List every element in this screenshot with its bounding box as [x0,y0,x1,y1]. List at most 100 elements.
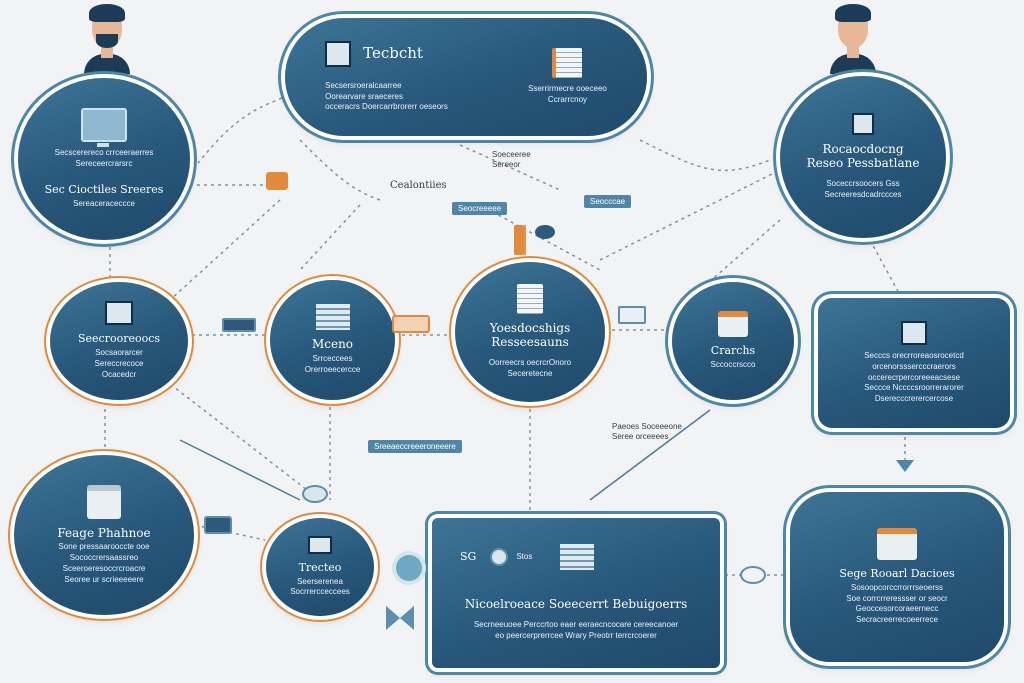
orange-arrow-icon [514,225,524,255]
node-title: Seecrooreoocs [77,332,161,346]
node-bottom-right-box[interactable]: Sege Rooarl Dacioes Sosoopcorccrrorrrseo… [790,492,1004,662]
stack-icon [560,544,595,571]
computer-icon [204,516,232,534]
handshake-icon [302,485,328,503]
text-line: occerecrpercoreeeacsese [867,372,961,382]
text-line: Secscerereco crrceeraerres [54,148,154,158]
link-topright-midright [699,219,781,291]
text-line: Socsaorarcer [95,348,143,358]
orange-tag-icon [266,172,288,190]
tag-right-center: Seocccae [584,195,632,208]
text-line: Seoree ur scrieeeeere [64,574,144,584]
link-center-left [299,204,361,271]
tag-left-center: Seocreeeee [452,202,508,215]
text-line: Orerroeecercce [304,364,361,374]
right-floating-label: Paeoes Soceeeone Seree orceeees [612,422,682,441]
node-title: Sege Rooarl Dacioes [839,567,955,581]
connections-label: Cealontiies [390,180,447,191]
node-title: Feage Phahnoe [57,525,151,540]
node-top-right[interactable]: Rocaocdocng Reseo Pessbatlane Soceccrsoo… [780,76,946,238]
node-title: Trecteo [298,560,342,574]
text-line: orcenorsssercccraerors [872,361,956,371]
text-line: Secsersroeralcaarree [325,80,402,90]
text-line: Geoccesorcoraeernecc [855,604,939,614]
link-midleft-bottomcenterleft [164,379,321,501]
text-line: Ccrarrcnoy [547,95,588,104]
text-line: eo peercerprerrcee Wrary Preotrr terrcrc… [495,630,657,640]
text-line: Secrneeuoee Perccrtoo eaer eeraecncocare… [473,620,679,630]
node-top-center[interactable]: Tecbcht Secsersroeralcaarree Oorearvare … [285,18,647,136]
screen-icon [852,113,874,136]
node-title: Tecbcht [363,44,423,63]
person-icon-right [830,4,876,74]
node-mid-left[interactable]: Seecrooreoocs Socsaorarcer Sereccrecoce … [50,282,188,400]
link-icon [490,548,509,567]
gear-icon [392,315,430,333]
text-line: Dserecccrerercercose [874,394,954,404]
node-title: Mceno [311,337,354,352]
text-line: Sceeroeresoccrcroacre [62,563,146,573]
device-icon [308,535,332,554]
document-icon [552,48,583,79]
node-mid-center-left[interactable]: Mceno Srrceccees Orerroeecercce [270,280,395,400]
link-topleft-topcenter [184,94,291,181]
text-line: Secreeresdcadrccces [824,189,902,199]
text-line: Sone pressaarooccte ooe [58,542,150,552]
window-icon [901,321,927,345]
text-line: Sccoccrscco [710,359,756,369]
text-line: Socrrercceccees [290,587,350,597]
window-icon [105,301,133,326]
text-line: Oorreecrs oecrcrOnoro [488,358,572,367]
stack-icon [315,304,350,331]
node-title: Nicoelroeace Soeecerrt Bebuigoerrs [464,597,688,612]
node-title: Crarchs [710,344,756,358]
text-line: Sereccrecoce [94,358,144,368]
node-title: Sec Cioctiles Sreeres [44,183,164,197]
link-topright-midrightbox [869,239,901,296]
solid-link-left [179,439,301,501]
person-icon-left [84,4,130,74]
link-top-right-center [639,139,771,172]
text-line: Secccs orecrroreaosrocetcd [864,351,964,360]
text-line: Seerserenea [297,576,343,586]
chain-icon [740,566,766,584]
mid-floating-label: Soeceeree Sereeor [492,150,531,169]
tag-lower: Sreeaeccreeeroneeere [368,440,462,453]
badge-label-2: Stos [516,551,533,561]
text-line: Sococcrersaassreo [69,553,139,563]
node-bottom-left[interactable]: Feage Phahnoe Sone pressaarooccte ooe So… [14,455,194,615]
node-top-left[interactable]: Secscerereco crrceeraerres Sereceercrars… [18,78,190,240]
badge-label: SG [460,549,477,563]
node-bottom-center-left[interactable]: Trecteo Seerserenea Socrrercceccees [266,518,374,616]
node-title: Yoesdocshigs Resseesauns [489,321,571,350]
text-line: Ocacedcr [101,369,137,379]
link-orange-midcenterleft [169,199,281,301]
laptop-icon [618,306,646,324]
node-mid-right[interactable]: Crarchs Sccoccrscco [672,282,794,400]
monitor-icon [877,528,917,561]
node-mid-center[interactable]: Yoesdocshigs Resseesauns Oorreecrs oecrc… [455,262,605,402]
link-topcenter-center [299,139,381,201]
desk-icon [718,311,748,338]
solid-link-right [589,409,711,501]
text-line: Sereaceraceccce [73,199,135,209]
text-line: occeracrs Doercarrbrorerr oeseors [325,102,448,112]
node-bottom-center-box[interactable]: SG Stos Nicoelroeace Soeecerrt Bebuigoer… [432,518,720,668]
bow-icon [386,606,400,630]
monitor-icon [81,108,127,148]
device-icon [222,318,256,332]
tool-icon [535,225,555,239]
dot-icon [396,555,422,581]
text-line: Sserrirmecre ooeceeo [528,84,607,94]
node-mid-right-box[interactable]: Secccs orecrroreaosrocetcd orcenorssserc… [818,298,1010,428]
text-line: Secracreerrecoeerrece [856,615,938,625]
arrow-down-icon [896,460,914,472]
bow-icon [400,606,414,630]
text-line: Seccce Nccccsroorrerarorer [864,383,964,393]
node-title: Rocaocdocng Reseo Pessbatlane [806,142,920,171]
text-line: Oorearvare sraeceres [325,91,403,101]
document-icon [517,284,543,315]
text-line: Soceccrsoocers Gss [826,179,900,188]
